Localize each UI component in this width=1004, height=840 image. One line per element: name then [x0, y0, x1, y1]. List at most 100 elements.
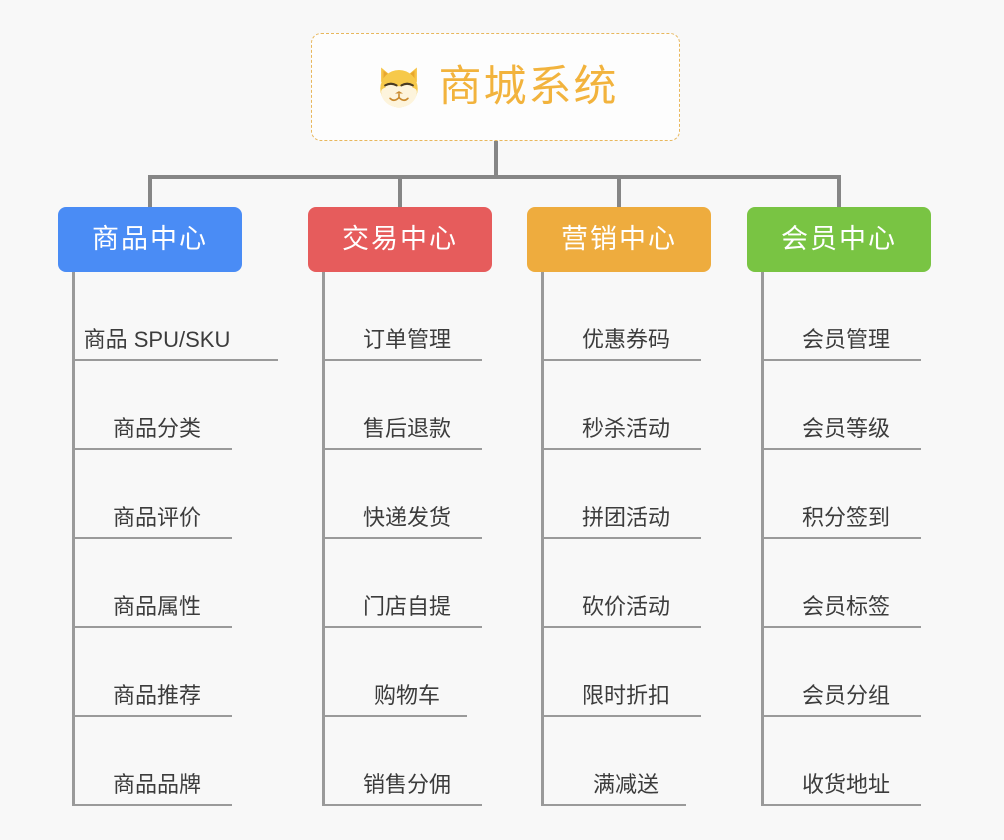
leaf-underline	[761, 359, 921, 361]
list-item[interactable]: 秒杀活动	[527, 361, 711, 450]
list-item[interactable]: 拼团活动	[527, 450, 711, 539]
category-column-product: 商品中心 商品 SPU/SKU 商品分类 商品评价 商品属性 商品推荐	[58, 207, 278, 806]
leaf-label: 售后退款	[362, 416, 451, 441]
leaf-label: 商品分类	[112, 416, 201, 441]
list-item[interactable]: 商品属性	[58, 539, 242, 628]
category-header-product[interactable]: 商品中心	[58, 207, 242, 272]
leaf-underline	[72, 537, 232, 539]
connector-root-stem	[494, 141, 498, 178]
leaf-underline	[541, 448, 701, 450]
leaf-underline	[761, 804, 921, 806]
leaf-underline	[72, 448, 232, 450]
root-node-label: 商城系统	[438, 62, 619, 111]
leaf-label: 商品品牌	[112, 772, 201, 797]
leaf-underline	[72, 715, 232, 717]
list-item[interactable]: 满减送	[527, 717, 711, 806]
category-header-trade[interactable]: 交易中心	[308, 207, 492, 272]
list-item[interactable]: 商品品牌	[58, 717, 242, 806]
list-item[interactable]: 限时折扣	[527, 628, 711, 717]
leaf-label: 优惠券码	[581, 327, 670, 352]
leaf-underline	[72, 626, 232, 628]
list-item[interactable]: 会员分组	[747, 628, 931, 717]
category-column-trade: 交易中心 订单管理 售后退款 快递发货 门店自提 购物车	[308, 207, 492, 806]
leaf-label: 满减送	[592, 772, 659, 797]
leaf-underline	[72, 359, 278, 361]
list-item[interactable]: 快递发货	[308, 450, 492, 539]
leaf-label: 秒杀活动	[581, 416, 670, 441]
leaf-underline	[541, 537, 701, 539]
leaf-label: 砍价活动	[581, 594, 670, 619]
list-item[interactable]: 会员等级	[747, 361, 931, 450]
leaf-underline	[322, 537, 482, 539]
leaf-label: 积分签到	[801, 505, 890, 530]
list-item[interactable]: 门店自提	[308, 539, 492, 628]
leaf-underline	[761, 448, 921, 450]
list-item[interactable]: 优惠券码	[527, 272, 711, 361]
shiba-dog-face-icon	[373, 61, 425, 113]
category-column-member: 会员中心 会员管理 会员等级 积分签到 会员标签 会员分组	[747, 207, 931, 806]
leaf-list-member: 会员管理 会员等级 积分签到 会员标签 会员分组 收货地址	[747, 272, 931, 806]
connector-drop-4	[837, 175, 841, 208]
leaf-label: 商品推荐	[112, 683, 201, 708]
connector-bus-bar	[150, 175, 841, 179]
leaf-label: 会员标签	[801, 594, 890, 619]
leaf-list-product: 商品 SPU/SKU 商品分类 商品评价 商品属性 商品推荐 商品品牌	[58, 272, 278, 806]
leaf-label: 商品属性	[112, 594, 201, 619]
leaf-underline	[322, 626, 482, 628]
leaf-label: 销售分佣	[362, 772, 451, 797]
leaf-list-marketing: 优惠券码 秒杀活动 拼团活动 砍价活动 限时折扣 满减送	[527, 272, 711, 806]
list-item[interactable]: 会员管理	[747, 272, 931, 361]
column-spine	[541, 272, 544, 806]
leaf-label: 快递发货	[362, 505, 451, 530]
leaf-underline	[541, 804, 686, 806]
category-header-member[interactable]: 会员中心	[747, 207, 931, 272]
connector-drop-1	[148, 175, 152, 208]
leaf-list-trade: 订单管理 售后退款 快递发货 门店自提 购物车 销售分佣	[308, 272, 492, 806]
root-node-shop-system[interactable]: 商城系统	[311, 33, 680, 141]
list-item[interactable]: 商品评价	[58, 450, 242, 539]
list-item[interactable]: 积分签到	[747, 450, 931, 539]
list-item[interactable]: 售后退款	[308, 361, 492, 450]
leaf-underline	[72, 804, 232, 806]
list-item[interactable]: 商品推荐	[58, 628, 242, 717]
column-spine	[72, 272, 75, 806]
list-item[interactable]: 销售分佣	[308, 717, 492, 806]
leaf-underline	[761, 626, 921, 628]
category-header-label: 交易中心	[342, 224, 458, 254]
leaf-underline	[541, 715, 701, 717]
list-item[interactable]: 砍价活动	[527, 539, 711, 628]
category-column-marketing: 营销中心 优惠券码 秒杀活动 拼团活动 砍价活动 限时折扣	[527, 207, 711, 806]
leaf-label: 商品 SPU/SKU	[83, 327, 231, 352]
column-spine	[761, 272, 764, 806]
leaf-underline	[541, 359, 701, 361]
leaf-underline	[322, 715, 467, 717]
leaf-label: 收货地址	[801, 772, 890, 797]
leaf-label: 拼团活动	[581, 505, 670, 530]
leaf-underline	[322, 359, 482, 361]
list-item[interactable]: 商品 SPU/SKU	[58, 272, 278, 361]
column-spine	[322, 272, 325, 806]
list-item[interactable]: 收货地址	[747, 717, 931, 806]
leaf-label: 商品评价	[112, 505, 201, 530]
leaf-label: 门店自提	[362, 594, 451, 619]
category-header-label: 营销中心	[561, 224, 677, 254]
leaf-label: 限时折扣	[581, 683, 670, 708]
leaf-label: 会员等级	[801, 416, 890, 441]
list-item[interactable]: 会员标签	[747, 539, 931, 628]
leaf-underline	[322, 804, 482, 806]
category-header-label: 会员中心	[781, 224, 897, 254]
list-item[interactable]: 购物车	[308, 628, 492, 717]
leaf-underline	[761, 715, 921, 717]
category-header-marketing[interactable]: 营销中心	[527, 207, 711, 272]
connector-drop-2	[398, 175, 402, 208]
leaf-label: 会员分组	[801, 683, 890, 708]
category-header-label: 商品中心	[92, 224, 208, 254]
leaf-label: 订单管理	[362, 327, 451, 352]
list-item[interactable]: 订单管理	[308, 272, 492, 361]
leaf-underline	[541, 626, 701, 628]
list-item[interactable]: 商品分类	[58, 361, 242, 450]
connector-drop-3	[617, 175, 621, 208]
leaf-label: 会员管理	[801, 327, 890, 352]
leaf-label: 购物车	[373, 683, 440, 708]
